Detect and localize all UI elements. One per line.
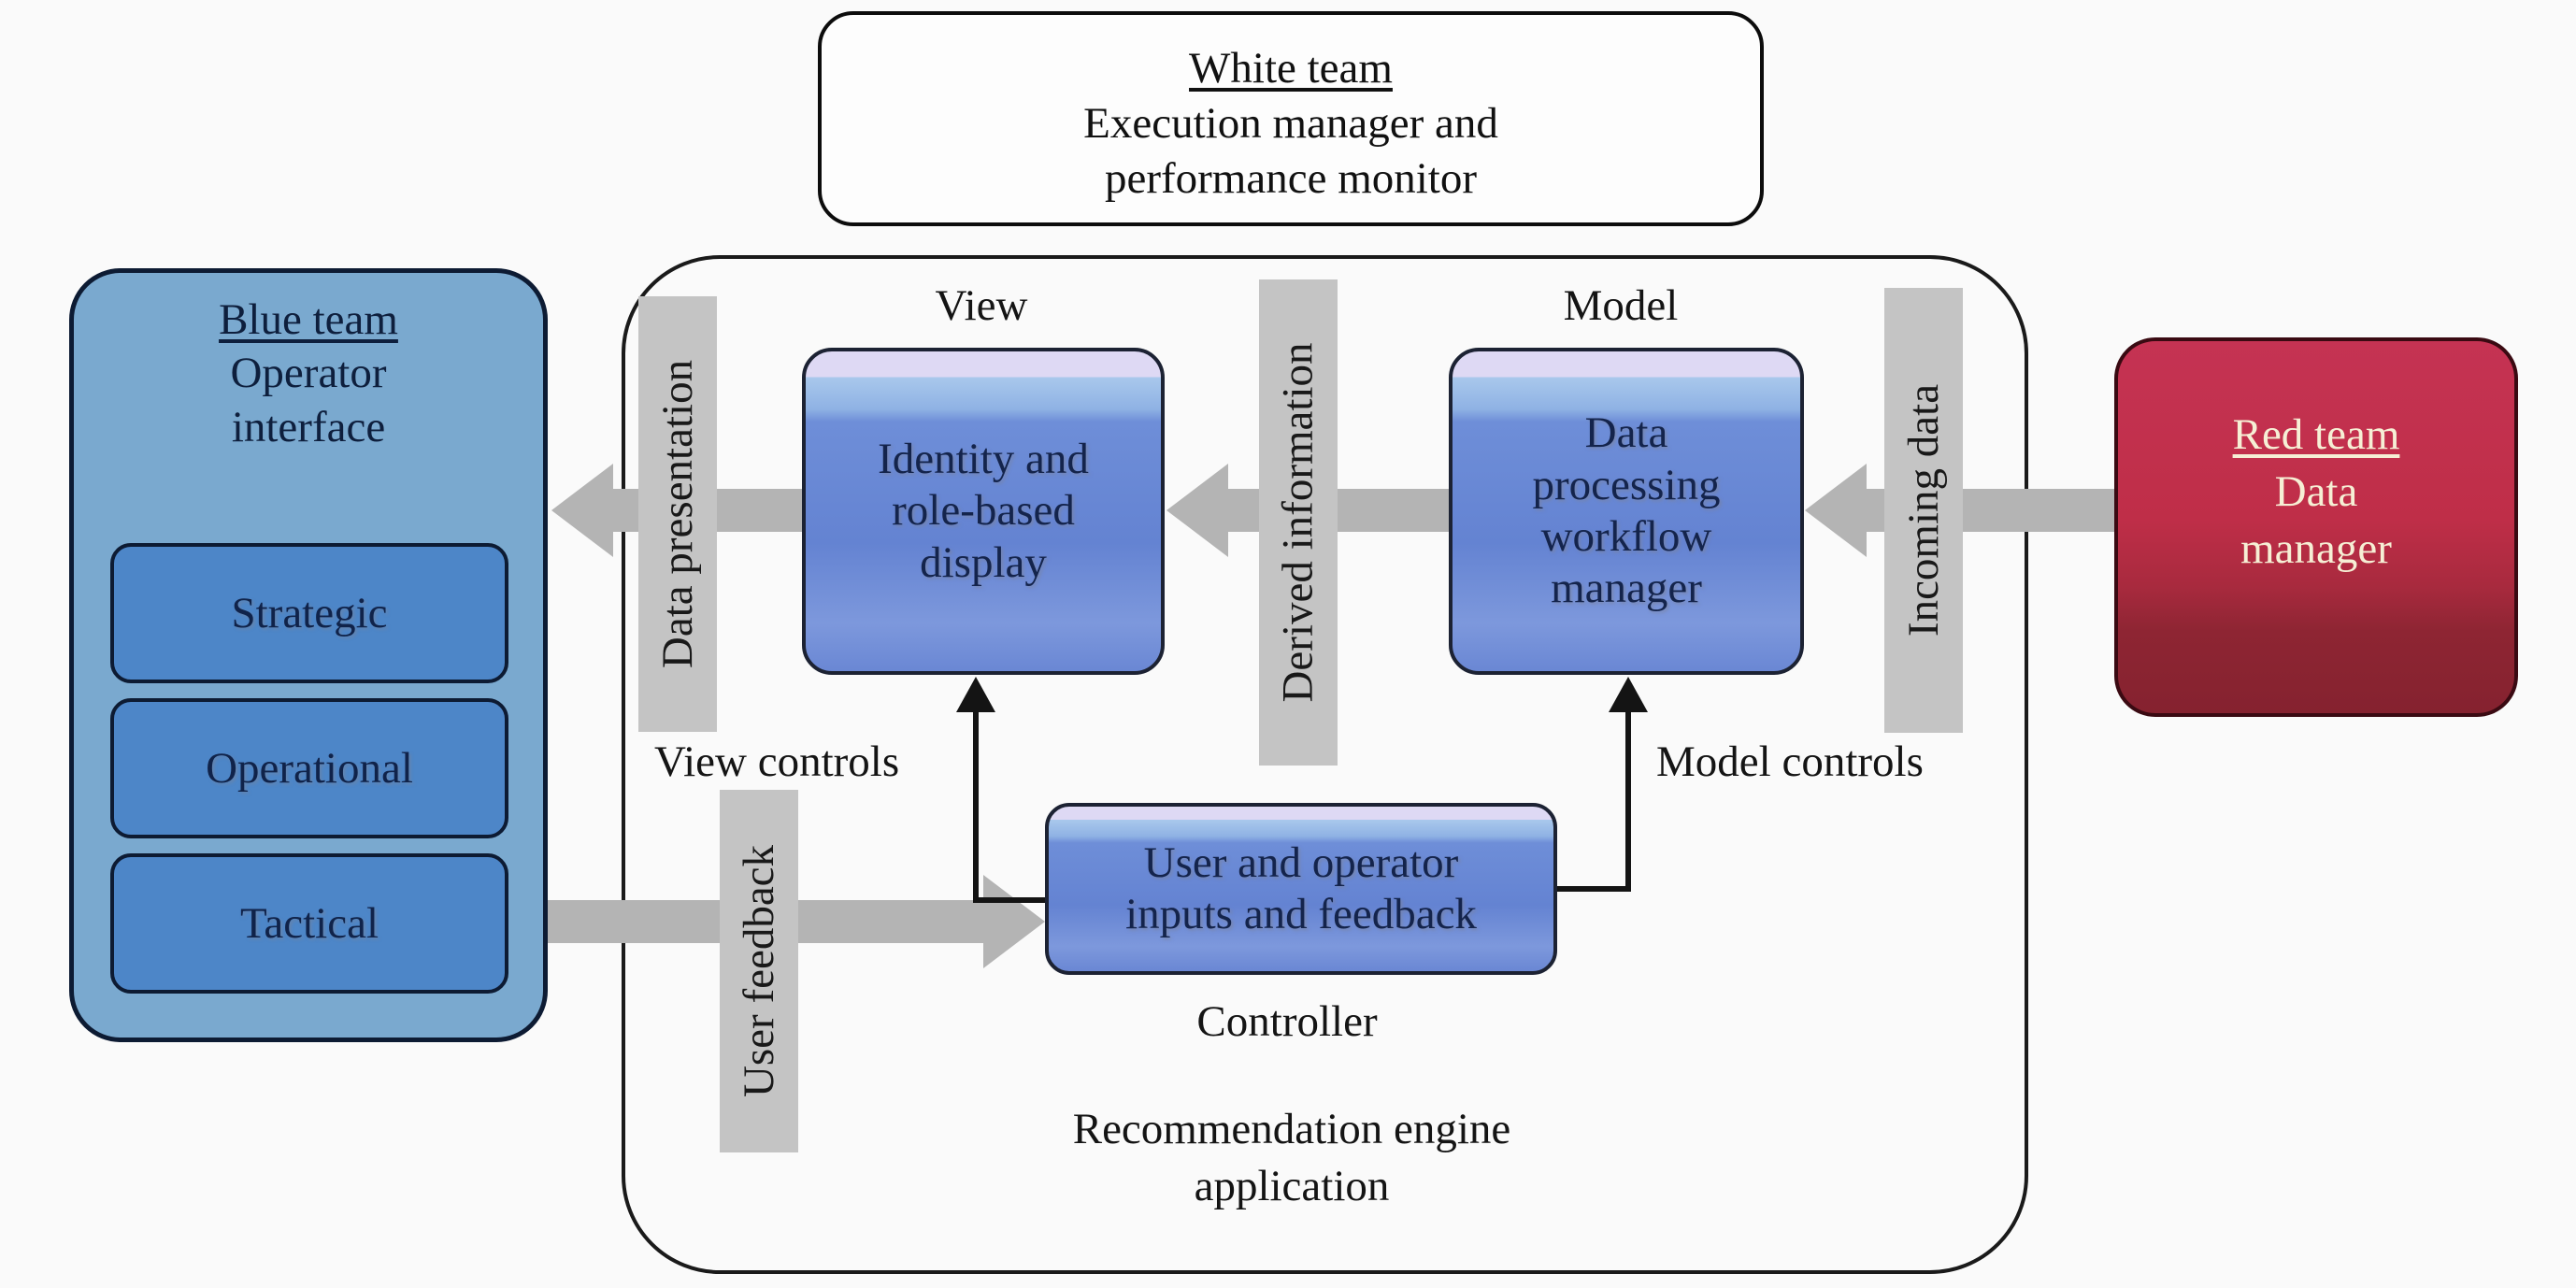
data-presentation-bar: Data presentation bbox=[638, 296, 717, 732]
model-box-text: Data processing workflow manager bbox=[1532, 408, 1721, 613]
derived-information-arrowhead bbox=[1166, 464, 1228, 557]
view-controls-arrowhead bbox=[956, 677, 995, 712]
red-team-box: Red team Data manager bbox=[2114, 337, 2518, 717]
model-controls-label: Model controls bbox=[1656, 737, 1924, 786]
white-team-title: White team bbox=[1189, 44, 1393, 93]
white-team-line1: Execution manager and bbox=[1083, 98, 1498, 148]
strategic-label: Strategic bbox=[231, 589, 388, 637]
view-controls-line-vertical bbox=[973, 708, 979, 903]
derived-information-bar: Derived information bbox=[1259, 279, 1338, 766]
controller-label: Controller bbox=[1196, 997, 1378, 1046]
recommendation-engine-container bbox=[622, 255, 2028, 1274]
model-label: Model bbox=[1563, 281, 1679, 330]
blue-team-item-tactical: Tactical bbox=[110, 853, 508, 994]
model-controls-arrowhead bbox=[1609, 677, 1648, 712]
user-feedback-label: User feedback bbox=[735, 844, 783, 1098]
blue-team-item-operational: Operational bbox=[110, 698, 508, 838]
white-team-line2: performance monitor bbox=[1104, 153, 1478, 203]
model-box: Data processing workflow manager bbox=[1449, 348, 1804, 675]
blue-team-item-strategic: Strategic bbox=[110, 543, 508, 683]
controller-box-text: User and operator inputs and feedback bbox=[1125, 837, 1477, 938]
user-feedback-arrowhead bbox=[983, 875, 1045, 968]
blue-team-line2: interface bbox=[231, 402, 386, 451]
model-controls-line-horizontal bbox=[1555, 886, 1631, 892]
engine-label: Recommendation engine application bbox=[1072, 1105, 1511, 1211]
tactical-label: Tactical bbox=[239, 899, 379, 948]
model-controls-line-vertical bbox=[1625, 708, 1631, 892]
derived-information-label: Derived information bbox=[1274, 342, 1323, 703]
red-team-line1: Data bbox=[2274, 467, 2358, 517]
blue-team-line1: Operator bbox=[230, 349, 387, 398]
view-controls-label: View controls bbox=[654, 737, 900, 786]
view-label: View bbox=[935, 281, 1028, 330]
operational-label: Operational bbox=[206, 744, 413, 793]
red-team-title: Red team bbox=[2232, 410, 2400, 459]
red-team-line2: manager bbox=[2240, 524, 2392, 574]
blue-team-title: Blue team bbox=[219, 295, 398, 344]
incoming-data-label: Incoming data bbox=[1899, 383, 1949, 637]
data-presentation-arrowhead bbox=[551, 464, 613, 557]
data-presentation-label: Data presentation bbox=[653, 359, 703, 669]
user-feedback-bar: User feedback bbox=[720, 790, 798, 1152]
view-box: Identity and role-based display bbox=[802, 348, 1165, 675]
controller-box: User and operator inputs and feedback bbox=[1045, 803, 1557, 975]
view-box-text: Identity and role-based display bbox=[878, 434, 1089, 587]
white-team-box: White team Execution manager and perform… bbox=[818, 11, 1764, 226]
view-controls-line-horizontal bbox=[973, 897, 1048, 903]
incoming-data-bar: Incoming data bbox=[1884, 288, 1963, 733]
incoming-data-arrowhead bbox=[1805, 464, 1867, 557]
